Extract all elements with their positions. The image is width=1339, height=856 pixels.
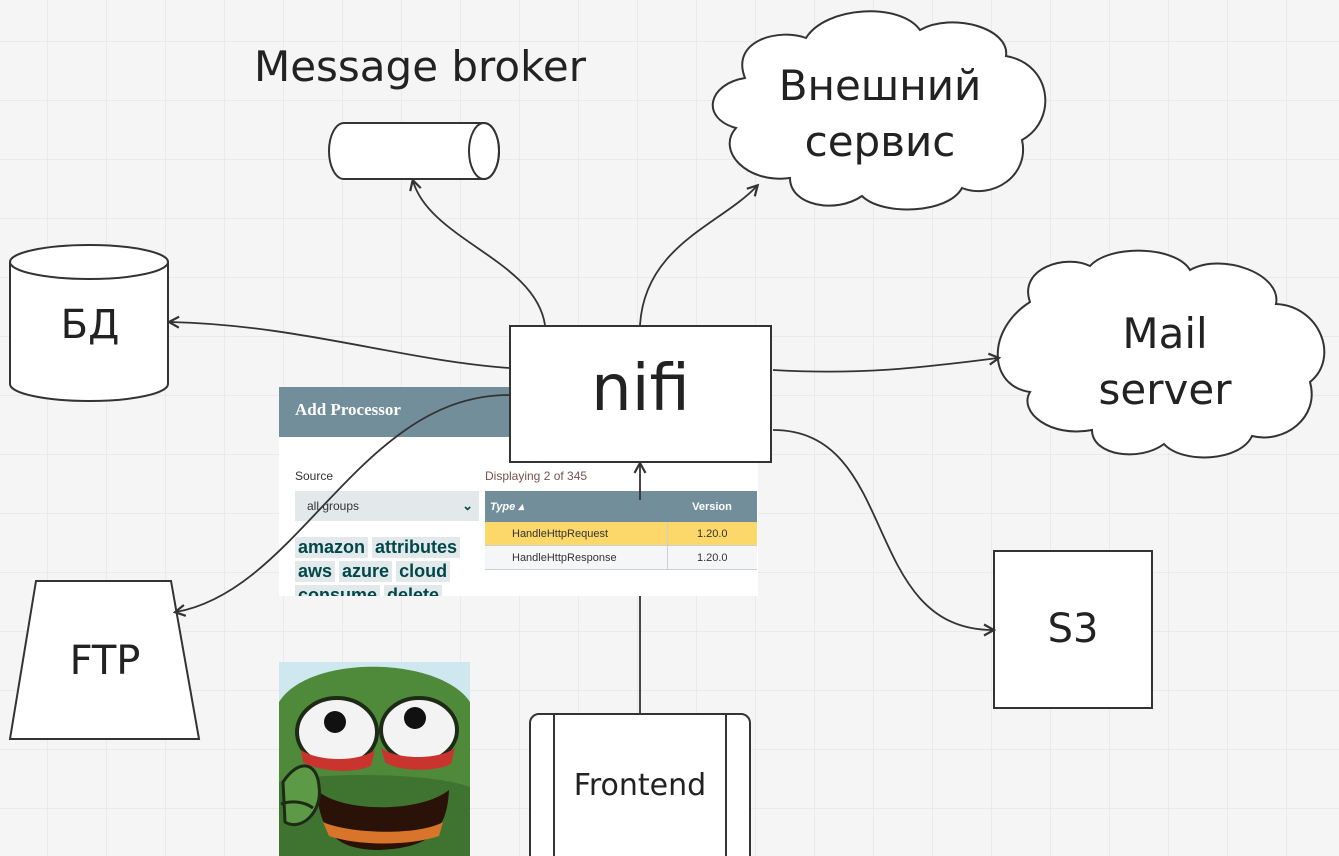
- source-select[interactable]: all groups ⌄: [295, 491, 479, 521]
- tag-item[interactable]: consume: [295, 585, 381, 596]
- type-column-header[interactable]: Type ▴: [485, 491, 667, 522]
- s3-square-shape[interactable]: [993, 550, 1153, 709]
- nifi-box[interactable]: [509, 325, 772, 463]
- tag-item[interactable]: attributes: [372, 537, 461, 558]
- connectors-group: [170, 181, 998, 714]
- table-row[interactable]: HandleHttpRequest 1.20.0: [485, 522, 757, 546]
- source-label: Source: [295, 469, 334, 483]
- ftp-label: FTP: [69, 638, 141, 684]
- database-cylinder-shape[interactable]: [9, 244, 169, 402]
- tag-item[interactable]: cloud: [396, 561, 451, 582]
- arrow-nifi-to-broker[interactable]: [413, 181, 546, 326]
- mail-server-label: Mail server: [1098, 309, 1232, 414]
- tag-item[interactable]: amazon: [295, 537, 369, 558]
- chevron-down-icon: ⌄: [462, 498, 473, 513]
- processor-type-table: Type ▴ Version HandleHttpRequest 1.20.0 …: [485, 491, 757, 570]
- tag-item[interactable]: azure: [339, 561, 393, 582]
- external-service-label: Внешний сервис: [778, 61, 982, 166]
- arrow-nifi-to-s3[interactable]: [772, 429, 993, 630]
- external-service-cloud-shape[interactable]: [711, 10, 1047, 211]
- tag-item[interactable]: aws: [295, 561, 336, 582]
- ftp-trapezoid-shape[interactable]: [8, 580, 201, 740]
- tag-item[interactable]: delete: [384, 585, 443, 596]
- nifi-label: nifi: [591, 352, 690, 426]
- s3-label: S3: [1047, 606, 1099, 652]
- message-broker-queue-shape[interactable]: [328, 122, 500, 180]
- frontend-label: Frontend: [573, 768, 707, 803]
- crying-frog-image: [279, 662, 470, 856]
- arrow-nifi-to-mail-server[interactable]: [772, 358, 998, 373]
- processor-version-cell: 1.20.0: [666, 545, 757, 570]
- message-broker-label: Message broker: [253, 42, 587, 91]
- db-label: БД: [60, 302, 120, 348]
- arrow-nifi-to-db[interactable]: [170, 322, 510, 369]
- processor-version-cell: 1.20.0: [666, 522, 757, 546]
- arrow-nifi-to-external-service[interactable]: [639, 186, 757, 326]
- processor-type-cell: HandleHttpRequest: [485, 522, 667, 546]
- table-row[interactable]: HandleHttpResponse 1.20.0: [485, 545, 757, 570]
- source-select-value: all groups: [307, 499, 360, 513]
- displaying-count: Displaying 2 of 345: [485, 469, 588, 483]
- version-column-header[interactable]: Version: [667, 491, 757, 522]
- mail-server-cloud-shape[interactable]: [996, 249, 1326, 459]
- processor-type-cell: HandleHttpResponse: [485, 545, 667, 570]
